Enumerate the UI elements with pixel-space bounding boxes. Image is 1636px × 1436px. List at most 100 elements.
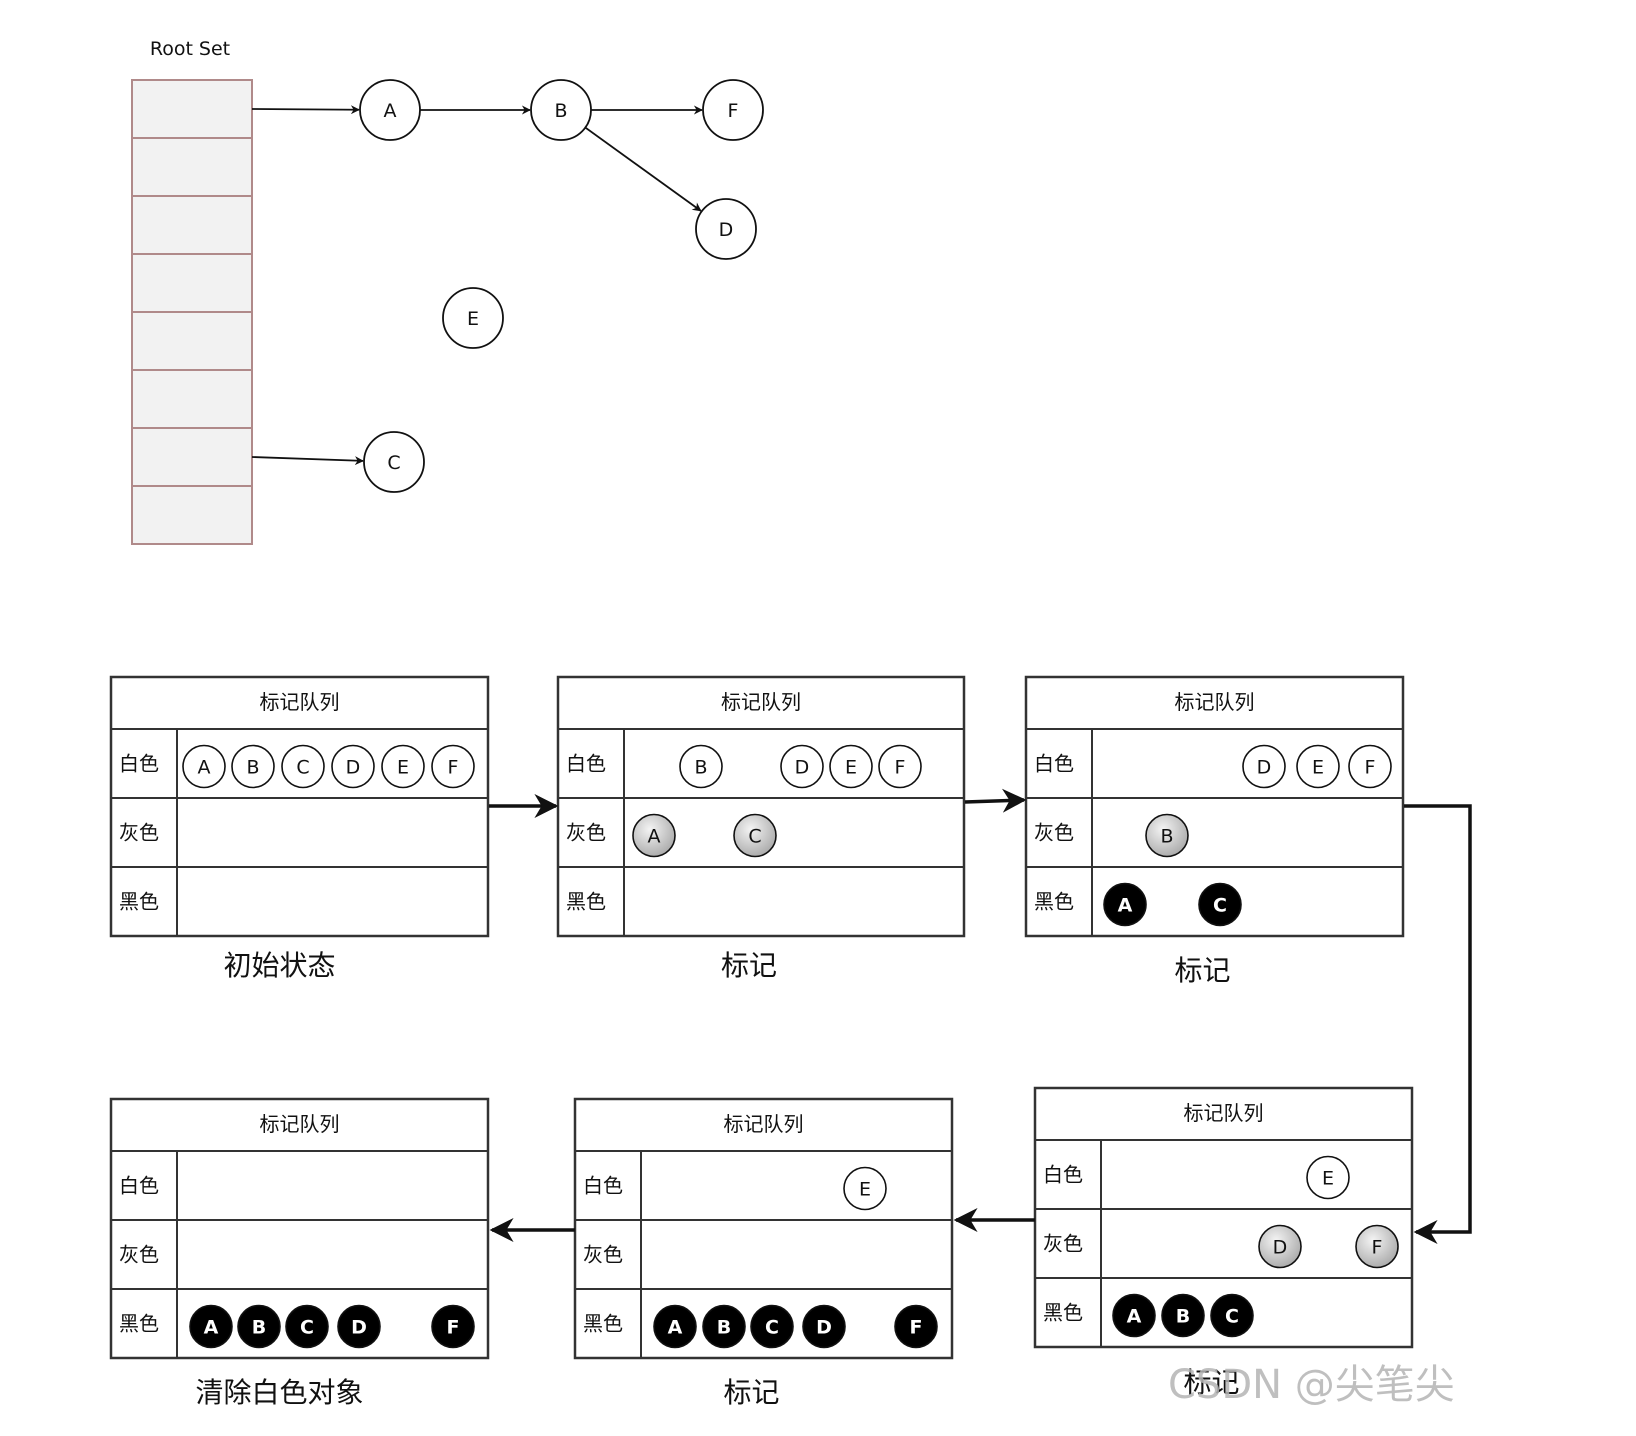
svg-text:E: E: [397, 757, 409, 779]
queue-node-black-a: A: [1103, 882, 1147, 927]
root-set: [131, 79, 253, 545]
svg-text:A: A: [648, 826, 661, 848]
object-graph: Root Set A B C D E F: [131, 38, 764, 545]
queue-node-gray-b: B: [1145, 813, 1189, 858]
row-label-white: 白色: [119, 752, 159, 776]
queue-node-black-d: D: [337, 1304, 381, 1349]
svg-text:B: B: [252, 1317, 266, 1339]
queue-node-white-b: B: [679, 744, 723, 789]
queue-node-white-b: B: [231, 744, 275, 789]
arrow-panel3-to-panel4: [1404, 804, 1472, 1244]
svg-text:D: D: [346, 757, 361, 779]
queue-node-white-d: D: [1242, 744, 1286, 789]
queue-node-black-a: A: [653, 1304, 697, 1349]
panel-connectors: [489, 788, 1472, 1244]
row-label-gray: 灰色: [119, 1243, 159, 1267]
root-slot: [131, 311, 253, 371]
svg-text:F: F: [728, 100, 739, 122]
queue-node-black-d: D: [802, 1304, 846, 1349]
graph-node-e: E: [442, 287, 504, 349]
svg-text:A: A: [198, 757, 211, 779]
row-label-gray: 灰色: [1034, 821, 1074, 845]
queue-node-black-c: C: [1210, 1293, 1254, 1338]
svg-text:A: A: [668, 1317, 683, 1339]
queue-node-white-f: F: [1348, 744, 1392, 789]
edge-root-0-A: [251, 105, 360, 115]
svg-text:D: D: [1257, 757, 1272, 779]
svg-text:F: F: [448, 757, 459, 779]
queue-node-black-a: A: [189, 1304, 233, 1349]
row-label-gray: 灰色: [566, 821, 606, 845]
svg-text:D: D: [719, 219, 734, 241]
queue-node-black-b: B: [702, 1304, 746, 1349]
queue-title: 标记队列: [1175, 690, 1255, 714]
queue-node-white-d: D: [331, 744, 375, 789]
panel-caption: 标记: [721, 949, 777, 982]
svg-text:A: A: [1118, 895, 1133, 917]
svg-text:A: A: [204, 1317, 219, 1339]
queue-node-white-e: E: [381, 744, 425, 789]
queue-node-white-e: E: [843, 1166, 887, 1211]
row-label-black: 黑色: [119, 890, 159, 914]
root-slot: [131, 137, 253, 197]
row-label-black: 黑色: [119, 1312, 159, 1336]
queue-node-white-e: E: [829, 744, 873, 789]
row-label-black: 黑色: [566, 890, 606, 914]
svg-text:F: F: [447, 1317, 460, 1339]
row-label-gray: 灰色: [583, 1243, 623, 1267]
svg-text:C: C: [1225, 1306, 1239, 1328]
queue-node-white-e: E: [1296, 744, 1340, 789]
svg-text:B: B: [554, 100, 567, 122]
queue-node-gray-c: C: [733, 813, 777, 858]
row-label-white: 白色: [1043, 1163, 1083, 1187]
queue-title: 标记队列: [721, 690, 801, 714]
queue-title: 标记队列: [260, 1112, 340, 1136]
row-label-white: 白色: [583, 1174, 623, 1198]
row-label-black: 黑色: [583, 1312, 623, 1336]
svg-text:B: B: [1160, 826, 1173, 848]
svg-text:F: F: [895, 757, 906, 779]
queue-node-black-c: C: [750, 1304, 794, 1349]
svg-text:A: A: [384, 100, 397, 122]
svg-text:B: B: [1176, 1306, 1190, 1328]
root-slot: [131, 485, 253, 545]
queue-node-black-f: F: [894, 1304, 938, 1349]
panel-caption: 初始状态: [223, 949, 335, 982]
svg-text:F: F: [910, 1317, 923, 1339]
queue-node-black-a: A: [1112, 1293, 1156, 1338]
queue-node-gray-a: A: [632, 813, 676, 858]
graph-node-c: C: [363, 431, 425, 493]
svg-text:E: E: [1312, 757, 1324, 779]
queue-title: 标记队列: [1184, 1101, 1264, 1125]
panel-caption: 清除白色对象: [195, 1376, 363, 1409]
svg-text:C: C: [1213, 895, 1227, 917]
svg-text:E: E: [859, 1179, 871, 1201]
root-set-label: Root Set: [150, 38, 230, 60]
graph-nodes: A B C D E F: [359, 79, 764, 493]
row-label-white: 白色: [1034, 752, 1074, 776]
row-label-gray: 灰色: [1043, 1232, 1083, 1256]
graph-node-f: F: [702, 79, 764, 141]
row-label-black: 黑色: [1034, 890, 1074, 914]
svg-text:A: A: [1127, 1306, 1142, 1328]
graph-node-d: D: [695, 198, 757, 260]
root-slot: [131, 369, 253, 429]
svg-text:D: D: [351, 1317, 367, 1339]
queue-node-black-c: C: [1198, 882, 1242, 927]
row-label-gray: 灰色: [119, 821, 159, 845]
queue-title: 标记队列: [724, 1112, 804, 1136]
svg-text:C: C: [296, 757, 309, 779]
arrow-panel2-to-panel3: [964, 788, 1027, 813]
svg-text:C: C: [387, 452, 400, 474]
svg-text:B: B: [246, 757, 259, 779]
queue-node-black-c: C: [285, 1304, 329, 1349]
queue-node-white-e: E: [1306, 1155, 1350, 1200]
queue-node-white-c: C: [281, 744, 325, 789]
svg-text:D: D: [1273, 1237, 1288, 1259]
